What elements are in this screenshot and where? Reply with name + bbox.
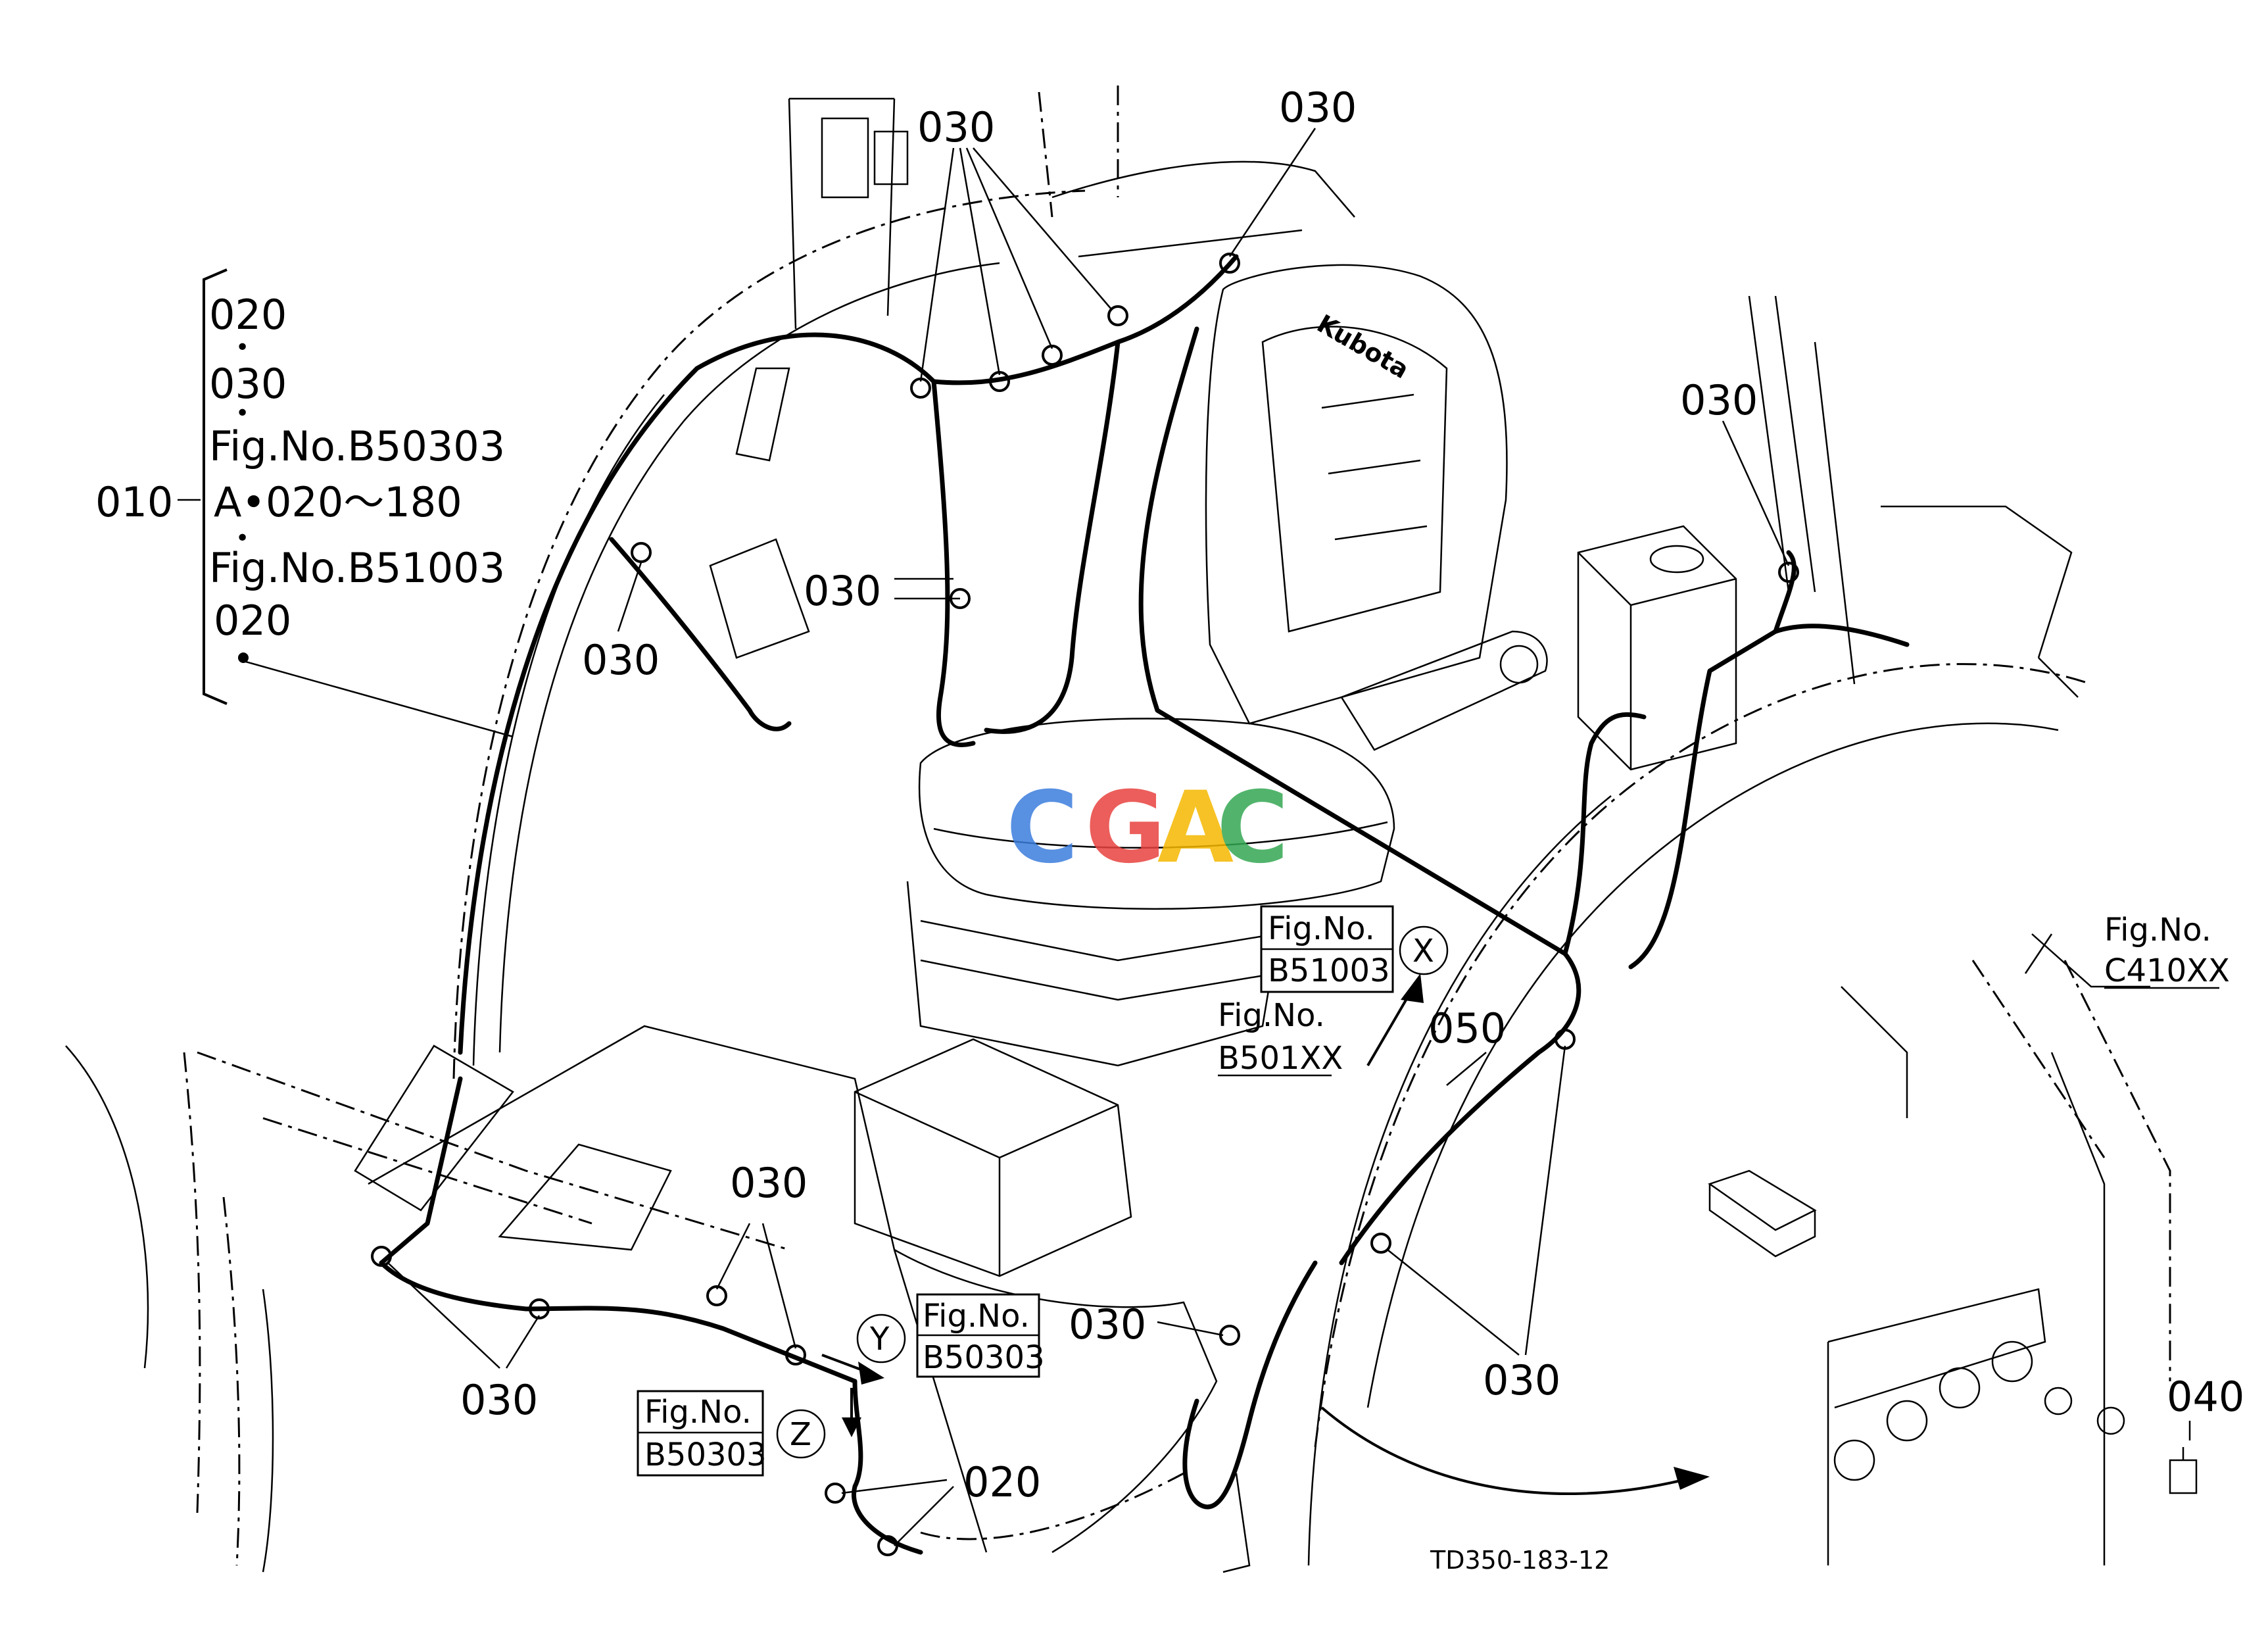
fig-ref-y-label: Fig.No. xyxy=(923,1298,1030,1335)
seat-brand-label: Kubota xyxy=(1313,309,1414,385)
group-line-6: A•020～180 xyxy=(214,478,462,526)
group-line-7: • xyxy=(235,525,249,552)
bracket-group: 020 • 030 • Fig.No.B50303 A•020～180 • Fi… xyxy=(95,291,505,663)
watermark-a: A xyxy=(1157,771,1234,885)
leader-lines xyxy=(178,128,2191,1546)
fig-ref-x-letter: X xyxy=(1412,933,1434,970)
fig-ref-x: Fig.No. B51003 X xyxy=(1260,905,1449,993)
fig-ref-c410-label: Fig.No. xyxy=(2104,912,2211,948)
fig-ref-b501: Fig.No. B501XX xyxy=(1218,997,1343,1077)
fig-ref-x-label: Fig.No. xyxy=(1268,910,1375,947)
group-line-5: Fig.No.B50303 xyxy=(209,422,505,470)
callout-030-center: 030 xyxy=(804,567,881,615)
callout-030-left: 030 xyxy=(582,636,660,684)
group-parent: 010 xyxy=(95,478,173,526)
callouts: 030 030 030 030 030 030 030 030 030 050 … xyxy=(460,84,2244,1506)
watermark: C G A C xyxy=(1006,771,1289,885)
group-line-8: Fig.No.B51003 xyxy=(209,544,505,592)
group-line-9: 020 xyxy=(214,597,291,645)
diagram-id: TD350-183-12 xyxy=(1430,1546,1610,1575)
callout-030-bottom-mid: 030 xyxy=(1069,1300,1146,1348)
group-line-3: 030 xyxy=(209,360,287,408)
cab-structure xyxy=(65,86,2198,1573)
fig-ref-c410-number: C410XX xyxy=(2104,952,2230,989)
fig-ref-y-number: B50303 xyxy=(923,1339,1045,1376)
fig-ref-z-letter: Z xyxy=(790,1416,811,1453)
fig-ref-z-number: B50303 xyxy=(644,1437,767,1473)
fig-ref-c410: Fig.No. C410XX xyxy=(2104,912,2230,989)
fig-ref-z: Fig.No. B50303 Z xyxy=(637,1390,826,1477)
callout-020-bottom: 020 xyxy=(963,1458,1041,1506)
watermark-c2: C xyxy=(1217,771,1289,885)
callout-030-right: 030 xyxy=(1680,376,1758,424)
watermark-g: G xyxy=(1085,771,1166,885)
callout-030-top: 030 xyxy=(917,103,995,151)
callout-030-top-right: 030 xyxy=(1279,84,1357,132)
fig-ref-z-label: Fig.No. xyxy=(644,1394,752,1431)
fig-ref-x-number: B51003 xyxy=(1268,952,1390,989)
watermark-c1: C xyxy=(1006,771,1078,885)
fig-ref-y: Y Fig.No. B50303 xyxy=(856,1293,1045,1378)
callout-030-floor: 030 xyxy=(730,1159,808,1207)
fig-ref-b501-label: Fig.No. xyxy=(1218,997,1325,1034)
group-line-1: 020 xyxy=(209,291,287,339)
harness-clips xyxy=(371,253,1799,1556)
callout-030-bottom-right: 030 xyxy=(1483,1356,1560,1404)
group-dot xyxy=(238,652,249,663)
callout-030-bottom-left: 030 xyxy=(460,1376,538,1424)
group-line-4: • xyxy=(235,400,249,427)
callout-040: 040 xyxy=(2167,1373,2244,1421)
callout-050: 050 xyxy=(1428,1004,1506,1052)
group-line-2: • xyxy=(235,334,249,361)
fig-ref-b501-number: B501XX xyxy=(1218,1040,1343,1077)
harness-wires xyxy=(379,254,1910,1555)
fig-ref-y-letter: Y xyxy=(869,1321,890,1358)
